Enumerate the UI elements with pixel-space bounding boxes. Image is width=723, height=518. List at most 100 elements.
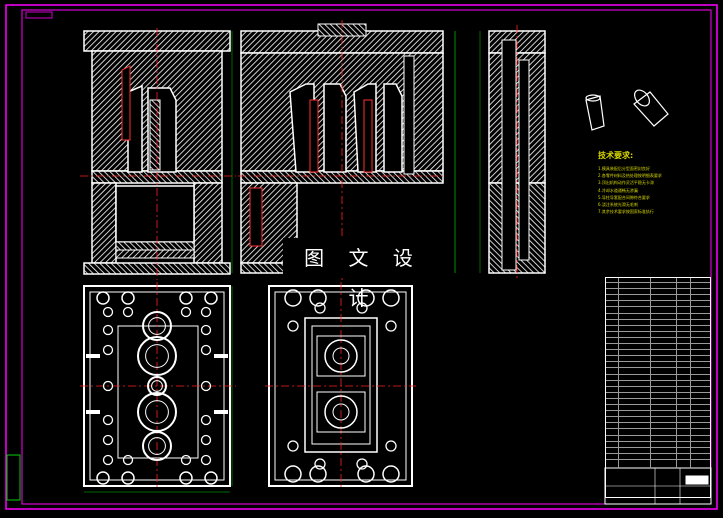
bolt-hole <box>204 291 218 305</box>
cavity-circle <box>324 339 358 373</box>
moving-half-plan-view <box>80 282 236 493</box>
cavity-circle <box>324 395 358 429</box>
table-row <box>606 391 710 393</box>
bolt-hole <box>121 291 135 305</box>
bolt-hole <box>309 465 327 483</box>
guide-hole <box>287 440 299 452</box>
fixed-half-plan-view <box>265 282 416 490</box>
tech-requirement-line: 1.模具装配后分型面密封良好 <box>598 166 650 171</box>
inner-border <box>21 9 712 505</box>
cooling-plug <box>86 410 100 414</box>
table-row <box>606 343 710 344</box>
table-row <box>606 306 710 308</box>
cavity-inner-circle <box>145 400 169 424</box>
bolt-hole <box>96 471 110 485</box>
tech-requirement-line: 4.冷却水道通畅无渗漏 <box>598 187 638 193</box>
guide-hole <box>385 320 397 332</box>
table-row <box>606 312 710 314</box>
guide-hole <box>102 454 114 466</box>
table-row <box>606 355 710 357</box>
end-section-view <box>479 25 546 280</box>
table-column-rule <box>676 278 677 468</box>
tech-requirement-line: 6.浇注系统光滑无毛刺 <box>598 201 638 207</box>
bolt-hole <box>121 471 135 485</box>
cavity-circle <box>137 336 177 376</box>
cavity-circle <box>142 431 172 461</box>
guide-hole <box>102 306 114 318</box>
side-section-view <box>231 20 456 280</box>
table-row <box>606 367 710 369</box>
bolt-hole <box>382 465 400 483</box>
guide-hole <box>102 380 114 392</box>
part-sketch-icon <box>585 89 669 131</box>
guide-hole <box>200 344 212 356</box>
cavity-inner-circle <box>332 403 350 421</box>
table-row <box>606 434 710 436</box>
table-row <box>606 410 710 412</box>
tech-requirement-line: 3.顶出机构动作灵活平稳无卡滞 <box>598 180 654 186</box>
cavity-inner-circle <box>145 344 169 368</box>
bolt-hole <box>309 289 327 307</box>
table-column-rule <box>690 278 691 468</box>
bolt-hole <box>382 289 400 307</box>
table-row <box>606 324 710 326</box>
sheet-border <box>5 4 718 510</box>
guide-hole <box>200 454 212 466</box>
table-row <box>606 379 710 381</box>
guide-hole <box>200 434 212 446</box>
table-row <box>606 282 710 283</box>
cavity-inner-circle <box>332 347 350 365</box>
cavity-inner-circle <box>148 437 166 455</box>
table-row <box>606 373 710 375</box>
cavity-insert <box>316 335 366 377</box>
bolt-hole <box>204 471 218 485</box>
table-row <box>606 404 710 405</box>
guide-hole <box>180 306 192 318</box>
tech-requirement-line: 2.各零件材料及热处理按明细表要求 <box>598 173 662 179</box>
guide-hole <box>200 414 212 426</box>
table-row <box>606 458 710 460</box>
guide-hole <box>122 454 134 466</box>
table-row <box>606 336 710 338</box>
table-row <box>606 422 710 424</box>
tech-requirements: 技术要求: 1.模具装配后分型面密封良好 2.各零件材料及热处理按明细表要求 3… <box>598 150 698 215</box>
table-row <box>606 397 710 399</box>
bolt-hole <box>284 465 302 483</box>
guide-hole <box>287 320 299 332</box>
guide-hole <box>102 434 114 446</box>
bolt-hole <box>179 291 193 305</box>
guide-hole <box>314 302 326 314</box>
tech-requirement-line: 5.导柱导套配合间隙符合要求 <box>598 194 650 200</box>
revision-strip <box>6 454 21 501</box>
table-row <box>606 288 710 290</box>
tech-requirements-title: 技术要求: <box>598 151 634 160</box>
cavity-circle <box>142 311 172 341</box>
cavity-inner-circle <box>148 317 166 335</box>
sheet-code-box <box>25 11 53 19</box>
guide-hole <box>200 306 212 318</box>
guide-hole <box>200 324 212 336</box>
guide-hole <box>314 458 326 470</box>
cooling-plug <box>214 354 228 358</box>
table-row <box>606 446 710 448</box>
table-column-rule <box>618 278 619 468</box>
table-row <box>606 440 710 442</box>
table-row <box>606 318 710 320</box>
guide-hole <box>356 458 368 470</box>
bolt-hole <box>284 289 302 307</box>
table-row <box>606 452 710 454</box>
guide-hole <box>102 344 114 356</box>
table-row <box>606 385 710 387</box>
cooling-plug <box>86 354 100 358</box>
table-row <box>606 300 710 302</box>
table-row <box>606 416 710 418</box>
guide-hole <box>385 440 397 452</box>
table-row <box>606 361 710 363</box>
cooling-plug <box>214 410 228 414</box>
parts-list-table <box>605 277 711 498</box>
guide-hole <box>102 324 114 336</box>
table-row <box>606 294 710 296</box>
table-row <box>606 428 710 430</box>
